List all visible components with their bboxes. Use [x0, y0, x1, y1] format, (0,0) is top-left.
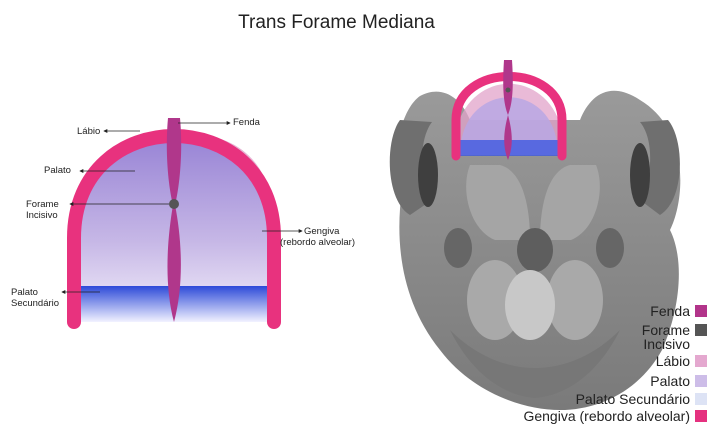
legend-item-fenda: Fenda — [650, 304, 707, 318]
label-forame-incisivo: Forame Incisivo — [26, 199, 59, 221]
forame-incisivo-dot — [169, 199, 179, 209]
legend-item-forame-incisivo: Forame Incisivo — [642, 323, 707, 351]
label-palato-sec-line2: Secundário — [11, 298, 59, 309]
label-labio: Lábio — [77, 126, 100, 137]
legend-label-forame: Forame Incisivo — [642, 323, 690, 351]
label-palato-secundario: Palato Secundário — [11, 287, 59, 309]
label-fenda: Fenda — [233, 117, 260, 128]
label-gengiva: Gengiva (rebordo alveolar) — [304, 226, 355, 248]
label-forame-line1: Forame — [26, 199, 59, 210]
legend-swatch-fenda — [695, 305, 707, 317]
label-forame-line2: Incisivo — [26, 210, 59, 221]
legend-item-palato-secundario: Palato Secundário — [576, 392, 707, 406]
label-gengiva-line2: (rebordo alveolar) — [280, 237, 355, 248]
legend-swatch-labio — [695, 355, 707, 367]
legend-swatch-gengiva — [695, 410, 707, 422]
legend-swatch-forame — [695, 324, 707, 336]
label-gengiva-line1: Gengiva — [304, 226, 355, 237]
legend-swatch-palato-secundario — [695, 393, 707, 405]
legend-label-fenda: Fenda — [650, 304, 690, 318]
legend-item-gengiva: Gengiva (rebordo alveolar) — [523, 409, 707, 423]
legend-item-palato: Palato — [650, 374, 707, 388]
legend-label-palato-secundario: Palato Secundário — [576, 392, 690, 406]
skull-illustration — [390, 60, 681, 410]
legend-swatch-palato — [695, 375, 707, 387]
label-palato-sec-line1: Palato — [11, 287, 59, 298]
legend-label-gengiva: Gengiva (rebordo alveolar) — [523, 409, 690, 423]
label-palato: Palato — [44, 165, 71, 176]
legend-item-labio: Lábio — [656, 354, 707, 368]
legend-label-palato: Palato — [650, 374, 690, 388]
legend-label-labio: Lábio — [656, 354, 690, 368]
legend-label-forame-line2: Incisivo — [643, 336, 690, 352]
